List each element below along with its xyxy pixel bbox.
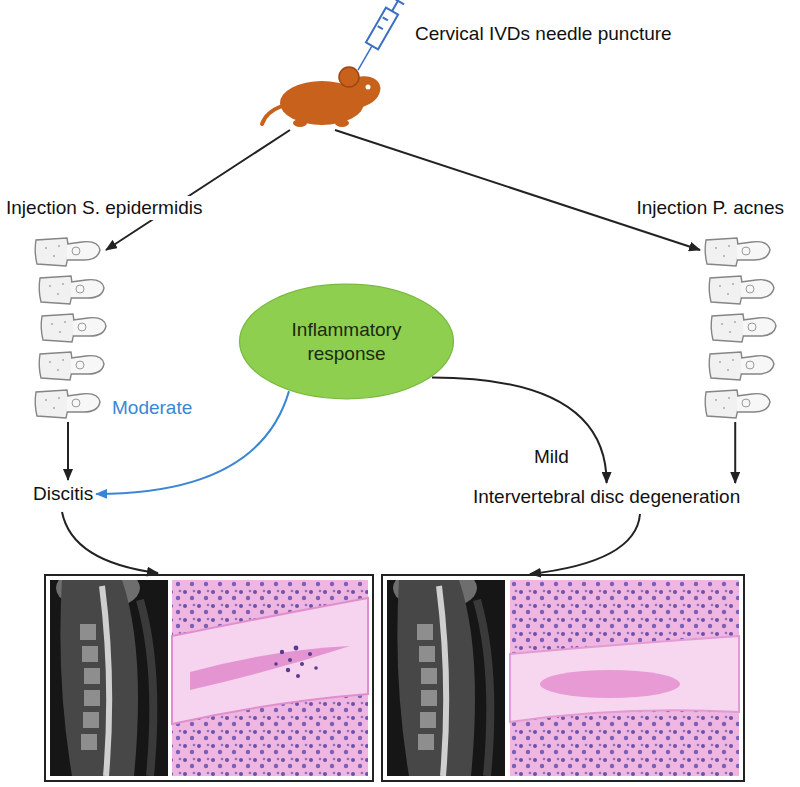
mouse-leg	[293, 119, 307, 127]
mri-image	[387, 566, 505, 776]
syringe-mark	[383, 17, 388, 20]
vertebra	[705, 390, 770, 418]
mouse-ear	[339, 67, 359, 87]
vertebra	[39, 276, 104, 304]
vertebra	[39, 352, 104, 380]
histology-image	[510, 580, 739, 776]
bone-marrow	[172, 580, 368, 776]
inflammatory-cells	[274, 646, 318, 678]
disc-tissue	[172, 598, 368, 724]
image-panel	[382, 566, 744, 781]
inflammation-ellipse: Inflammatory response	[238, 283, 455, 400]
bone-marrow	[510, 580, 739, 776]
nucleus-pulposus	[540, 670, 680, 698]
group-heading: Injection P. acnes	[634, 196, 786, 220]
edge-label-holder: Moderate	[110, 396, 194, 420]
result-arrow	[62, 512, 158, 573]
group-heading: Injection S. epidermidis	[4, 196, 204, 220]
mouse-tail	[262, 106, 282, 124]
node-label: Cervical IVDs needle puncture	[415, 22, 800, 46]
ellipse-shape	[238, 283, 455, 400]
mouse-icon	[262, 67, 385, 127]
vertebra	[709, 352, 774, 380]
ellipse-label: Inflammatory response	[272, 318, 422, 366]
result-arrow	[530, 514, 640, 574]
vertebra	[705, 238, 770, 266]
image-panel	[45, 566, 373, 781]
spine-illustration	[35, 238, 106, 418]
vertebra	[711, 314, 776, 342]
mouse-procedure: Cervical IVDs needle puncture	[270, 20, 790, 130]
flow-arrow	[67, 422, 69, 480]
vertebra	[35, 238, 100, 266]
panel-frame	[382, 575, 744, 781]
syringe-plunger	[392, 1, 398, 11]
disc-tissue	[510, 636, 739, 722]
flow-arrow	[96, 391, 289, 494]
syringe-barrel	[366, 8, 398, 50]
mri-image	[50, 566, 168, 776]
edge-label-holder: Mild	[532, 445, 571, 469]
disc-tissue	[190, 646, 350, 690]
spine-illustration	[705, 238, 776, 418]
edge-label: Moderate	[110, 396, 194, 420]
syringe-mark	[378, 26, 383, 29]
vertebra	[41, 314, 106, 342]
vertebra	[35, 390, 100, 418]
mouse-eye	[366, 85, 371, 90]
syringe-handle	[392, 0, 404, 4]
vertebra	[709, 276, 774, 304]
node-label: Discitis	[33, 482, 93, 506]
edge-label: Mild	[532, 445, 571, 469]
histology-image	[172, 580, 368, 776]
ellipse-outline	[240, 284, 454, 399]
spine-group: Injection S. epidermidis	[30, 232, 106, 422]
flow-arrow	[734, 422, 736, 483]
node-label: Intervertebral disc degeneration	[473, 485, 740, 509]
flow-arrow	[106, 130, 290, 250]
outcome-text: Intervertebral disc degeneration	[470, 483, 743, 511]
outcome-text: Discitis	[30, 480, 96, 508]
panel-frame	[45, 575, 373, 781]
mouse-leg	[335, 119, 349, 127]
syringe-icon	[352, 0, 404, 74]
flow-arrow	[432, 378, 607, 483]
syringe-needle	[358, 46, 372, 70]
flow-arrow	[335, 130, 700, 250]
spine-group: Injection P. acnes	[700, 232, 776, 422]
